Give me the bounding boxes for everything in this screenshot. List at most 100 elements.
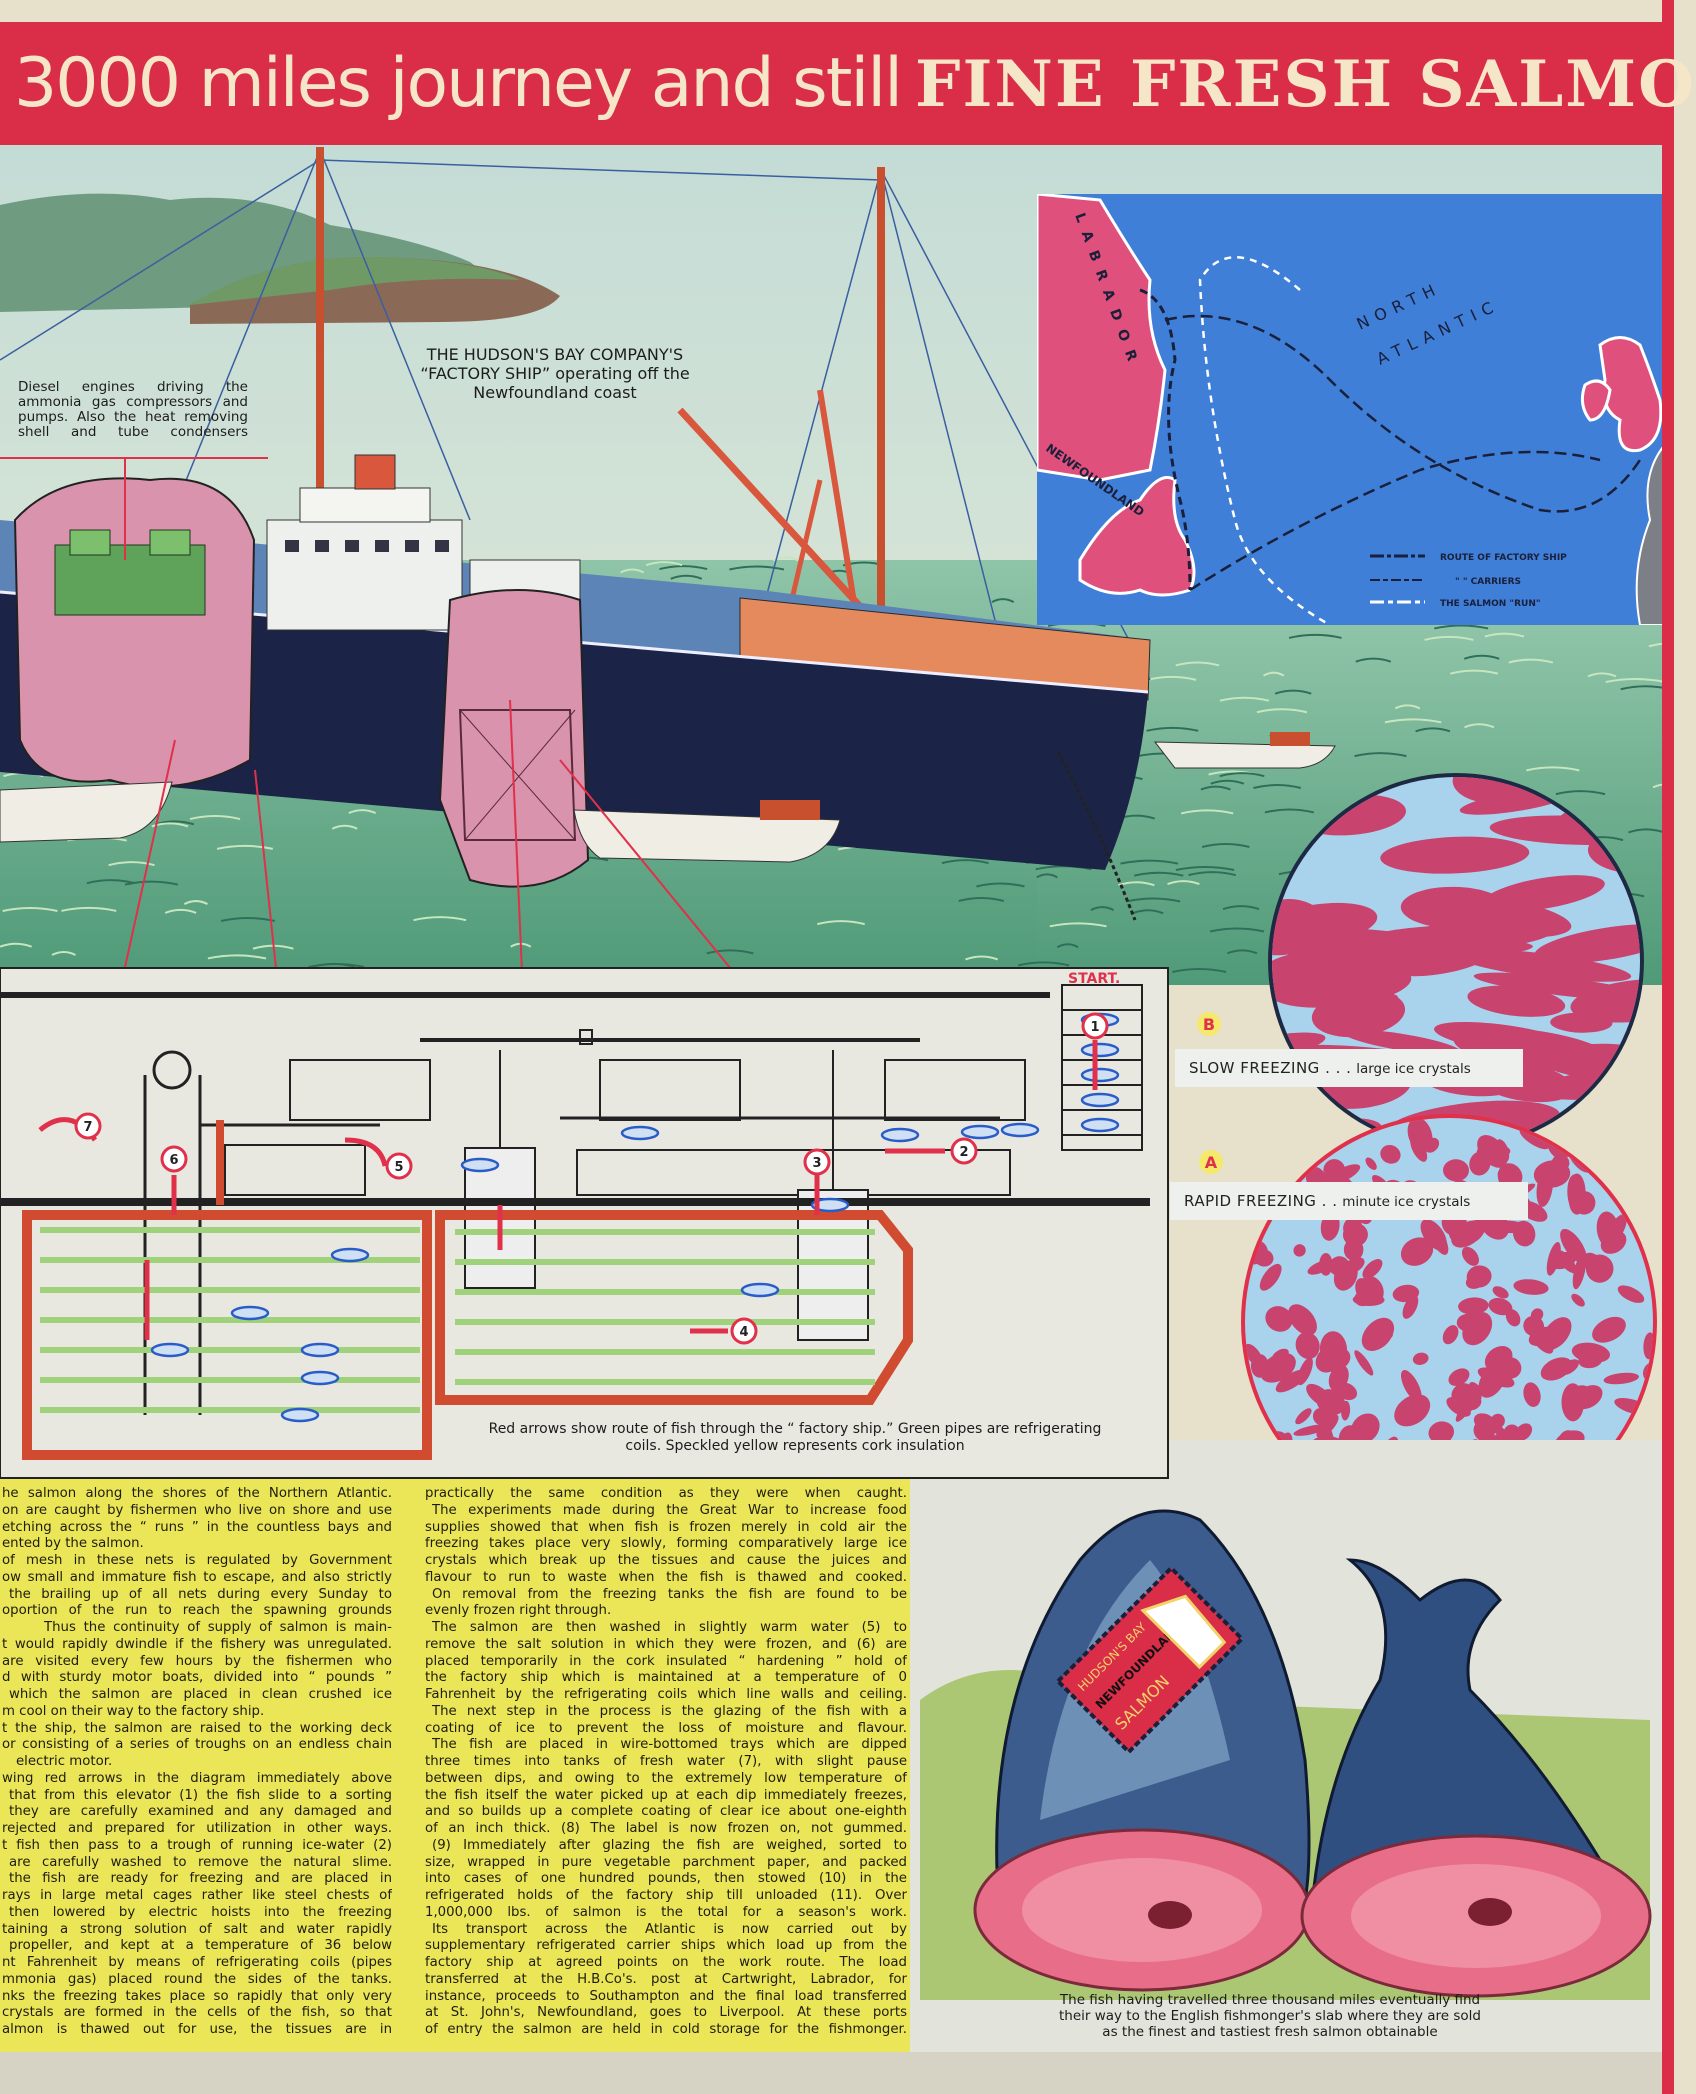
caption-line: Newfoundland coast	[473, 383, 637, 402]
article-line: freezing takes place very slowly, formin…	[425, 1536, 907, 1552]
article-line: m cool on their way to the factory ship.	[2, 1703, 265, 1719]
article-line: Fahrenheit by the refrigerating coils wh…	[425, 1687, 907, 1702]
motor-boat	[0, 781, 173, 843]
caption-line: THE HUDSON'S BAY COMPANY'S	[426, 345, 684, 364]
article-line: On removal from the freezing tanks the f…	[432, 1586, 907, 1602]
europe-land	[1635, 438, 1669, 625]
step-marker-circle	[160, 1145, 188, 1173]
article-line: ow small and immature fish to escape, an…	[2, 1569, 392, 1585]
article-line: placed temporarily in the cork insulated…	[425, 1653, 907, 1669]
step-marker-circle	[385, 1152, 413, 1180]
article-line: d with sturdy motor boats, divided into …	[2, 1670, 392, 1686]
carrier-route	[1189, 450, 1601, 592]
newfoundland-land	[1078, 476, 1196, 597]
article-line: wing red arrows in the diagram immediate…	[2, 1770, 392, 1786]
article-background	[0, 1478, 910, 2052]
article-line: rays in large metal cages rather like st…	[2, 1888, 392, 1903]
article-line: at St. John's, Newfoundland, goes to Liv…	[425, 2005, 907, 2021]
article-line: electric motor.	[16, 1754, 113, 1769]
article-line: are carefully washed to remove the natur…	[9, 1854, 392, 1870]
article-line: they are carefully examined and any dama…	[9, 1804, 392, 1820]
article-line: (9) Immediately after glazing the fish a…	[432, 1837, 907, 1853]
article-line: into cases of one hundred pounds, then s…	[425, 1871, 907, 1887]
step-marker-3: 3	[812, 1156, 821, 1171]
article-line: are visited every few hours by the fishe…	[2, 1653, 392, 1669]
article-line: nks the freezing takes place so rapidly …	[2, 1988, 392, 2004]
article-line: oportion of the run to reach the spawnin…	[2, 1603, 392, 1619]
article-line: of entry the salmon are held in cold sto…	[425, 2022, 907, 2037]
rigging	[0, 149, 1151, 681]
diesel-engines-note: Diesel engines driving the ammonia gas c…	[18, 379, 248, 440]
article-line: t the ship, the salmon are raised to the…	[2, 1720, 392, 1736]
article-line: he salmon along the shores of the Northe…	[2, 1486, 392, 1501]
carrier-route	[1164, 314, 1642, 513]
article-line: evenly frozen right through.	[425, 1603, 612, 1619]
article-line: between dips, and owing to the extremely…	[425, 1770, 907, 1786]
map-legend: ROUTE OF FACTORY SHIP " " CARRIERS THE S…	[1370, 553, 1567, 609]
diagram-caption: Red arrows show route of fish through th…	[488, 1421, 1102, 1454]
slow-freezing-title: SLOW FREEZING . . .	[1189, 1059, 1352, 1077]
article-line: 1,000,000 lbs. of salmon is the total fo…	[425, 1904, 907, 1920]
rapid-freezing-label: RAPID FREEZING . . minute ice crystals	[1170, 1182, 1528, 1220]
article-line: then lowered by electric hoists into the…	[9, 1904, 392, 1920]
article-line: etching across the “ runs ” in the count…	[2, 1519, 392, 1535]
step-marker-4: 4	[739, 1325, 748, 1340]
salmon-run-route	[1198, 256, 1331, 625]
fishmonger-caption: The fish having travelled three thousand…	[1058, 1992, 1482, 2040]
title-part-2: FINE FRESH SALMON	[915, 47, 1696, 122]
article-line: coating of ice to prevent the loss of mo…	[425, 1720, 907, 1736]
article-line: three times into tanks of fresh water (7…	[425, 1754, 907, 1769]
article-line: flavour to run to waste when the fish is…	[425, 1569, 907, 1585]
rapid-freezing-title: RAPID FREEZING . .	[1184, 1192, 1338, 1210]
step-marker-7: 7	[83, 1120, 92, 1135]
article-line: supplementary refrigerated carrier ships…	[425, 1938, 907, 1954]
engine-room-cutaway	[13, 477, 256, 788]
rapid-freezing-desc: minute ice crystals	[1342, 1194, 1471, 1210]
page-red-border	[1662, 0, 1674, 2094]
step-marker-circle	[1081, 1012, 1109, 1040]
article-line: or consisting of a series of troughs on …	[2, 1737, 392, 1753]
british-isles-land	[1598, 336, 1663, 453]
article-line: instance, proceeds to Southampton and th…	[425, 1988, 907, 2004]
article-line: mmonia gas) placed round the sides of th…	[2, 1971, 392, 1987]
freezing-markers: B A	[1197, 1012, 1223, 1174]
step-marker-circle	[950, 1137, 978, 1165]
salmon-head-right	[1308, 1558, 1643, 1932]
factory-ship-caption: THE HUDSON'S BAY COMPANY'S “FACTORY SHIP…	[370, 345, 740, 402]
article-column-2: practically the same condition as they w…	[425, 1486, 907, 2039]
factory-ship-route	[1139, 288, 1192, 591]
article-line: The fish are placed in wire-bottomed tra…	[432, 1737, 907, 1753]
title-part-1: 3000 miles journey and still	[14, 44, 903, 123]
article-line: and so builds up a complete coating of c…	[425, 1804, 907, 1820]
article-line: almon is thawed out for use, the tissues…	[2, 2022, 392, 2037]
article-line: propeller, and kept at a temperature of …	[9, 1938, 392, 1954]
legend-carriers: " " CARRIERS	[1455, 577, 1521, 587]
article-line: Thus the continuity of supply of salmon …	[44, 1620, 392, 1635]
marker-a: A	[1205, 1153, 1218, 1172]
article-column-1: he salmon along the shores of the Northe…	[2, 1486, 392, 2039]
article-line: the fish itself the water picked up at e…	[425, 1787, 907, 1803]
step-marker-1: 1	[1090, 1020, 1099, 1035]
article-line: of mesh in these nets is regulated by Go…	[2, 1553, 392, 1568]
article-line: Its transport across the Atlantic is now…	[432, 1921, 907, 1937]
legend-factory-ship: ROUTE OF FACTORY SHIP	[1440, 553, 1567, 563]
step-marker-6: 6	[169, 1153, 178, 1168]
route-map: LABRADOR NEWFOUNDLAND NORTH ATLANTIC ROU…	[1037, 194, 1669, 625]
article-line: the fish are ready for freezing and are …	[9, 1871, 392, 1887]
article-line: that from this elevator (1) the fish sli…	[9, 1787, 392, 1803]
slow-freezing-desc: large ice crystals	[1356, 1061, 1471, 1077]
main-mast	[316, 147, 324, 537]
hold-cutaway	[438, 589, 590, 888]
start-label: START.	[1068, 971, 1120, 987]
article-line: size, wrapped in pure vegetable parchmen…	[425, 1854, 907, 1870]
step-marker-2: 2	[959, 1145, 968, 1160]
slow-freezing-label: SLOW FREEZING . . . large ice crystals	[1175, 1049, 1523, 1087]
article-line: t fish then pass to a trough of running …	[2, 1837, 392, 1853]
fore-mast	[877, 167, 885, 627]
article-line: nt Fahrenheit by means of refrigerating …	[2, 1955, 392, 1970]
article-line: the factory ship which is maintained at …	[425, 1670, 907, 1686]
